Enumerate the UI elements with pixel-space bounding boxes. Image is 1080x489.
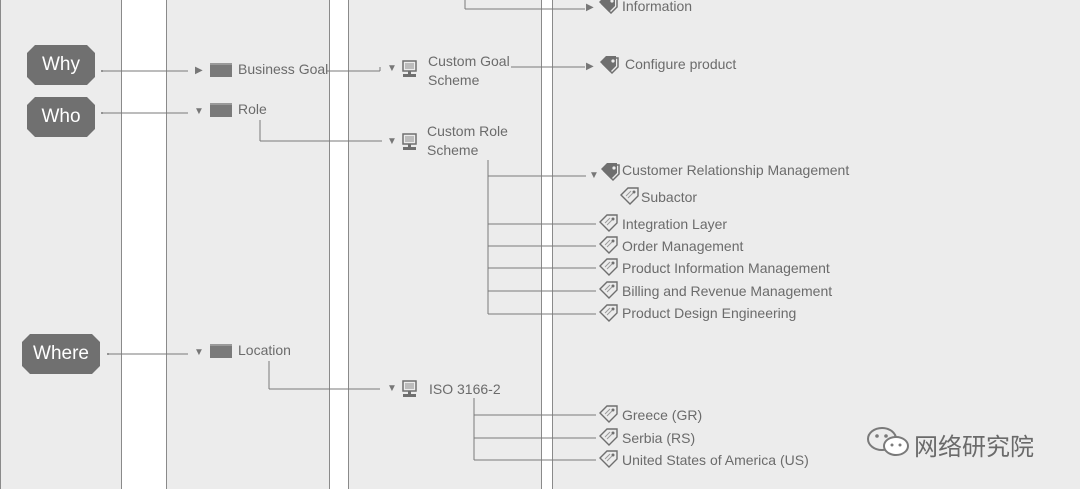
box-icon: [210, 63, 232, 77]
custom-goal-scheme-line1[interactable]: Custom Goal: [428, 53, 510, 69]
triangle-icon[interactable]: ▼: [194, 347, 204, 358]
triangle-icon[interactable]: ▶: [586, 2, 594, 13]
crm-label[interactable]: Customer Relationship Management: [622, 162, 850, 178]
tags-icon: [601, 163, 620, 182]
billing-label[interactable]: Billing and Revenue Management: [622, 283, 833, 299]
tag-icon: [599, 258, 618, 276]
triangle-icon[interactable]: ▼: [387, 136, 397, 147]
tags-icon: [599, 0, 618, 14]
business-goal-label[interactable]: Business Goal: [238, 61, 329, 77]
information-label[interactable]: Information: [622, 0, 693, 14]
box-icon: [210, 344, 232, 358]
who-badge[interactable]: Who: [27, 97, 95, 137]
tag-icon: [620, 187, 639, 205]
column-3: [348, 0, 542, 489]
custom-goal-scheme-line2[interactable]: Scheme: [428, 72, 480, 88]
integration-layer-label[interactable]: Integration Layer: [622, 216, 728, 232]
triangle-icon[interactable]: ▶: [586, 61, 594, 72]
triangle-icon[interactable]: ▼: [194, 106, 204, 117]
box-icon: [210, 103, 232, 117]
tag-icon: [599, 236, 618, 254]
iso-3166-2-label[interactable]: ISO 3166-2: [429, 381, 501, 397]
order-management-label[interactable]: Order Management: [622, 238, 744, 254]
triangle-icon[interactable]: ▼: [387, 383, 397, 394]
custom-role-scheme-line1[interactable]: Custom Role: [427, 123, 508, 139]
usa-label[interactable]: United States of America (US): [622, 452, 809, 468]
where-badge[interactable]: Where: [22, 334, 100, 374]
watermark-text: 网络研究院: [914, 433, 1034, 461]
tag-icon: [599, 405, 618, 423]
column-4: [552, 0, 1080, 489]
pde-label[interactable]: Product Design Engineering: [622, 305, 797, 321]
tag-icon: [599, 304, 618, 322]
triangle-icon[interactable]: ▶: [195, 65, 203, 76]
greece-label[interactable]: Greece (GR): [622, 407, 703, 423]
subactor-label[interactable]: Subactor: [641, 189, 698, 205]
configure-product-label[interactable]: Configure product: [625, 56, 737, 72]
tag-icon: [599, 450, 618, 468]
computer-icon: [402, 133, 417, 150]
pim-label[interactable]: Product Information Management: [622, 260, 830, 276]
location-label[interactable]: Location: [238, 342, 291, 358]
role-label[interactable]: Role: [238, 101, 267, 117]
tag-icon: [599, 428, 618, 446]
wechat-icon: [867, 427, 909, 456]
tag-icon: [599, 281, 618, 299]
why-badge[interactable]: Why: [27, 45, 95, 85]
column-2: [166, 0, 330, 489]
tags-icon: [600, 56, 619, 75]
tag-icon: [599, 214, 618, 232]
custom-role-scheme-line2[interactable]: Scheme: [427, 142, 479, 158]
serbia-label[interactable]: Serbia (RS): [622, 430, 696, 446]
computer-icon: [402, 60, 417, 77]
triangle-icon[interactable]: ▼: [589, 170, 599, 181]
triangle-icon[interactable]: ▼: [387, 63, 397, 74]
computer-icon: [402, 380, 417, 397]
